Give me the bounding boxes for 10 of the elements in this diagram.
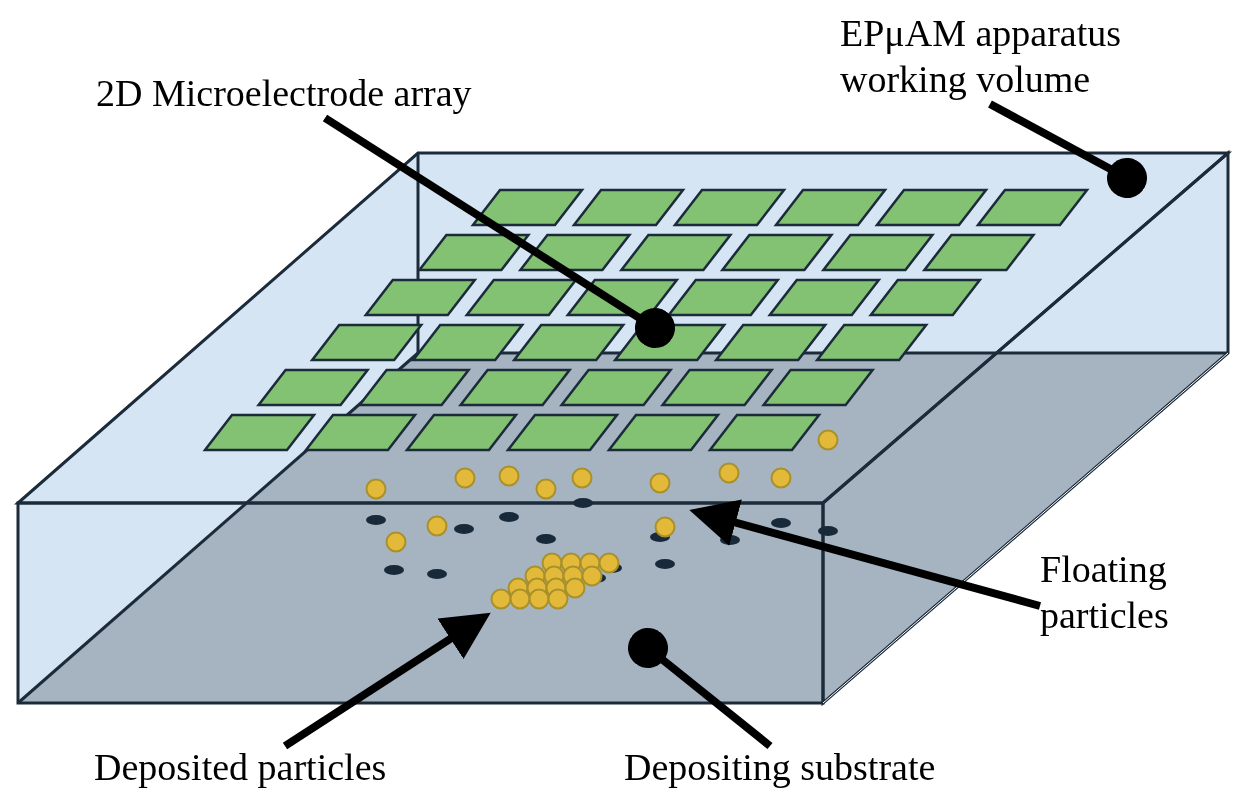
callout-label: Floating particles (1040, 547, 1170, 638)
arrow (689, 499, 1042, 610)
leader-line (628, 628, 773, 750)
callout-label: Deposited particles (94, 745, 388, 790)
callout-label: EPμAM apparatus working volume (840, 11, 1123, 102)
arrow (282, 612, 491, 750)
callout-label: Depositing substrate (624, 745, 937, 790)
callout-label: 2D Microelectrode array (96, 71, 473, 116)
leader-line (322, 114, 675, 348)
leader-line (988, 100, 1147, 198)
